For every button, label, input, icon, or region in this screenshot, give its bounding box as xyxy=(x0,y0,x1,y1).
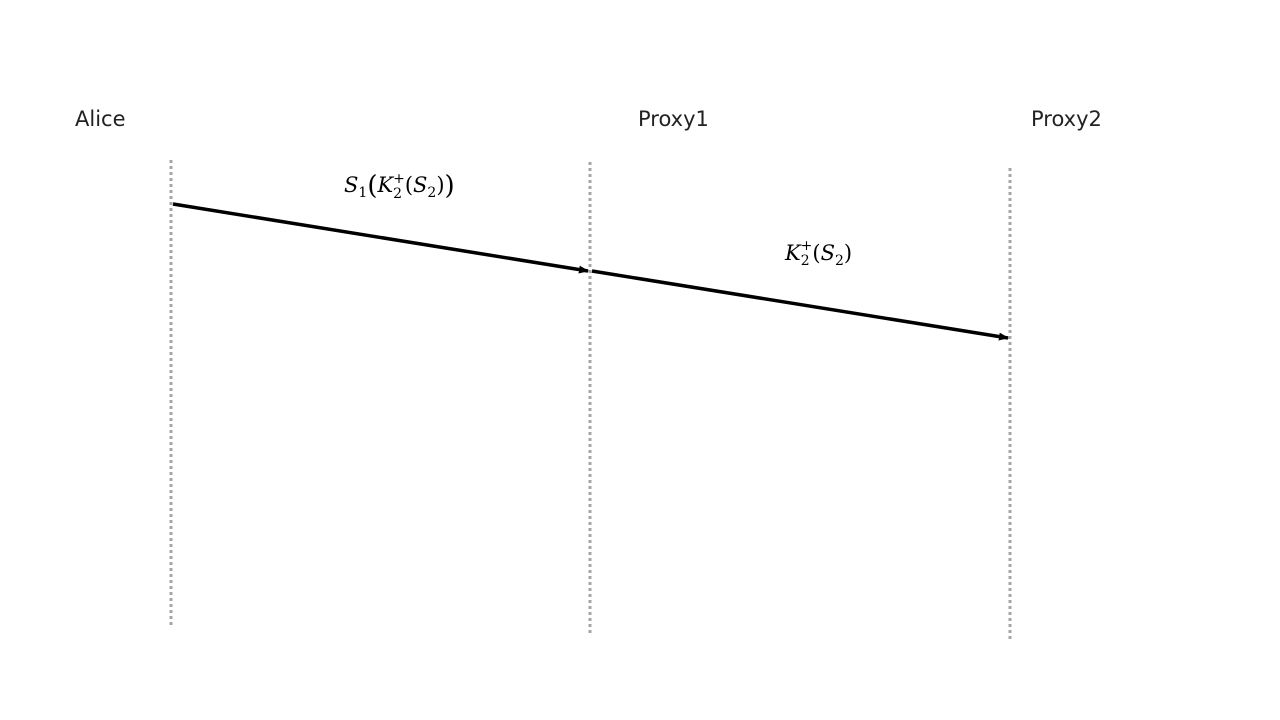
label-superscript: + xyxy=(801,238,813,254)
message-arrow-alice-to-proxy1 xyxy=(172,202,589,274)
message-label-proxy1-to-proxy2: K2+(S2) xyxy=(784,238,852,269)
label-paren: ) xyxy=(445,171,455,201)
label-paren: ( xyxy=(405,173,413,197)
message-label-alice-to-proxy1: S1(K2+(S2)) xyxy=(344,171,455,202)
label-paren: ( xyxy=(367,171,377,201)
message-arrow-proxy1-to-proxy2 xyxy=(591,269,1009,341)
label-subscript: 1 xyxy=(358,185,367,201)
label-superscript: + xyxy=(393,171,405,187)
label-paren: ) xyxy=(844,241,852,265)
label-subscript: 2 xyxy=(835,253,844,269)
label-paren: ( xyxy=(812,241,820,265)
label-subscript: 2 xyxy=(427,185,436,201)
label-symbol: K xyxy=(784,241,802,265)
label-symbol: S xyxy=(344,173,358,197)
label-paren: ) xyxy=(436,173,444,197)
actor-label-proxy1: Proxy1 xyxy=(638,107,709,131)
label-symbol: S xyxy=(821,241,835,265)
label-symbol: K xyxy=(376,173,394,197)
label-subscript: 2 xyxy=(801,253,810,269)
actor-label-proxy2: Proxy2 xyxy=(1031,107,1102,131)
actor-label-alice: Alice xyxy=(75,107,126,131)
label-subscript: 2 xyxy=(393,186,402,202)
label-symbol: S xyxy=(413,173,427,197)
